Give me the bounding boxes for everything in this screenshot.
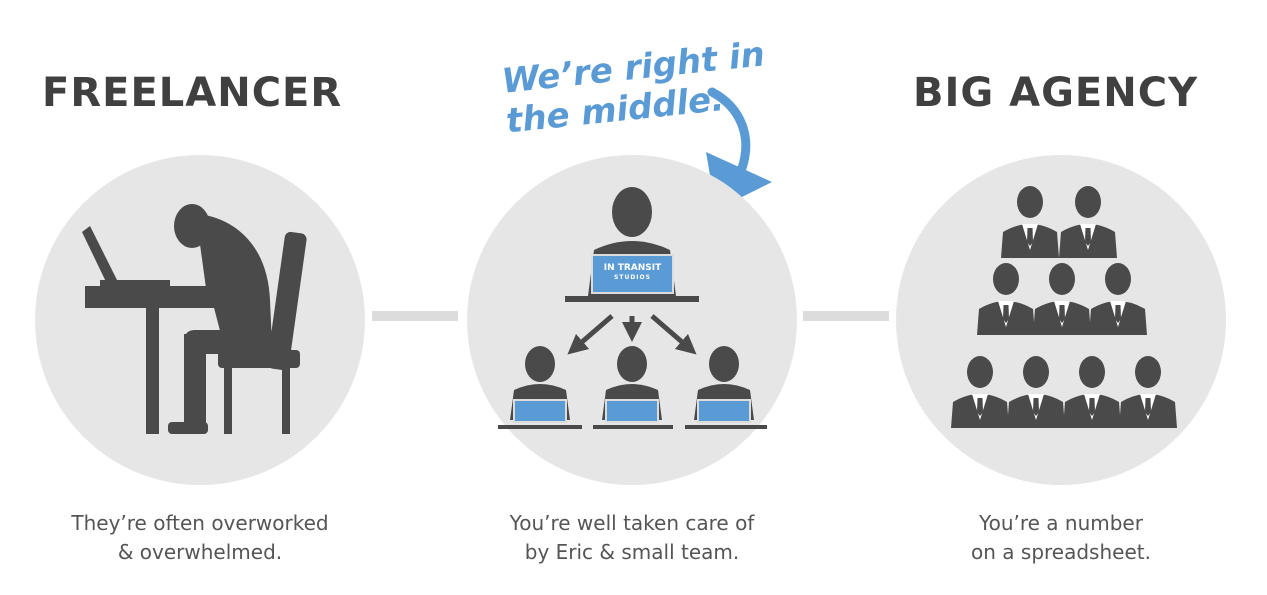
connector-right (803, 311, 889, 321)
agency-caption: You’re a number on a spreadsheet. (896, 509, 1226, 567)
connector-left (372, 311, 458, 321)
freelancer-caption-line-1: They’re often overworked (71, 511, 329, 535)
business-person-icon (977, 263, 1035, 335)
freelancer-caption: They’re often overworked & overwhelmed. (35, 509, 365, 567)
big-agency-heading: BIG AGENCY (913, 70, 1199, 116)
logo-line-1: IN TRANSIT (603, 263, 662, 273)
agency-caption-line-2: on a spreadsheet. (971, 540, 1151, 564)
logo-line-2: STUDIOS (614, 274, 651, 281)
business-person-icon (1007, 356, 1065, 428)
middle-caption-line-2: by Eric & small team. (524, 540, 740, 564)
middle-caption: You’re well taken care of by Eric & smal… (467, 509, 797, 567)
freelancer-caption-line-2: & overwhelmed. (117, 540, 283, 564)
intransit-logo: IN TRANSIT STUDIOS (594, 263, 671, 282)
freelancer-heading: FREELANCER (42, 70, 343, 116)
middle-caption-line-1: You’re well taken care of (509, 511, 755, 535)
business-person-icon (951, 356, 1009, 428)
business-person-icon (1033, 263, 1091, 335)
business-person-icon (1119, 356, 1177, 428)
business-person-icon (1001, 186, 1059, 258)
business-person-icon (1089, 263, 1147, 335)
business-person-icon (1059, 186, 1117, 258)
business-person-icon (1063, 356, 1121, 428)
agency-caption-line-1: You’re a number (979, 511, 1143, 535)
